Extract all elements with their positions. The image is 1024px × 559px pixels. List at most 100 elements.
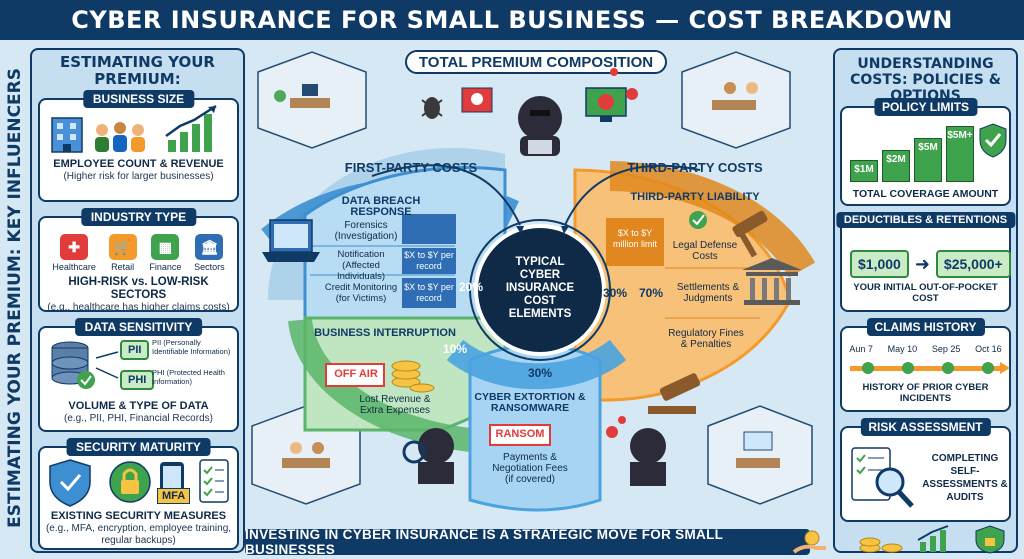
infected-monitor-icon (585, 87, 627, 122)
notification-cost: $X to $Y per record (404, 250, 454, 271)
claims-timeline (850, 362, 1010, 374)
database-icon (51, 341, 119, 389)
policy-limits-card: POLICY LIMITS $1M $2M $5M $5M+ TOTAL COV… (840, 98, 1011, 206)
center-heading: TOTAL PREMIUM COMPOSITION (405, 50, 667, 74)
deductible-high: $25,000+ (935, 250, 1011, 278)
claims-history-card: CLAIMS HISTORY Aun 7 May 10 Sep 25 Oct 1… (840, 318, 1011, 412)
core-label: TYPICAL CYBER INSURANCE COST ELEMENTS (505, 256, 575, 320)
pii-badge: PII (120, 340, 150, 360)
industry-finance: ▦ Finance (149, 234, 181, 272)
security-maturity-label: SECURITY MATURITY (66, 438, 211, 456)
left-heading: ESTIMATING YOUR PREMIUM: (60, 53, 215, 88)
hacker-icon (518, 96, 562, 156)
business-size-card: BUSINESS SIZE (38, 90, 239, 202)
hooded-hacker-left-icon (402, 428, 454, 484)
business-size-label: BUSINESS SIZE (82, 90, 195, 108)
claims-history-caption: HISTORY OF PRIOR CYBER INCIDENTS (862, 382, 989, 404)
medical-cross-icon: ✚ (60, 234, 89, 260)
business-interruption-title: BUSINESS INTERRUPTION (314, 327, 456, 339)
deductibles-caption: YOUR INITIAL OUT-OF-POCKET COST (853, 282, 998, 304)
industry-type-card: INDUSTRY TYPE ✚ Healthcare 🛒 Retail ▦ Fi… (38, 208, 239, 313)
gavel-icon (732, 210, 768, 258)
hooded-hacker-right-icon (606, 416, 666, 486)
industry-retail-label: Retail (111, 262, 135, 272)
security-illustration: MFA (40, 448, 237, 510)
timeline-check-2 (902, 362, 914, 374)
security-maturity-main: EXISTING SECURITY MEASURES (50, 510, 227, 522)
industry-type-label: INDUSTRY TYPE (80, 208, 197, 226)
deductibles-label: DEDUCTIBLES & RETENTIONS (835, 212, 1016, 228)
policy-limits-caption: TOTAL COVERAGE AMOUNT (852, 188, 999, 200)
skull-warning-icon (461, 87, 493, 113)
employees-icon (95, 122, 145, 152)
data-sensitivity-card: DATA SENSITIVITY PII PII (Personally Ide… (38, 318, 239, 432)
magnifier-checklist-icon (851, 447, 914, 508)
credit-monitoring-sub: (for Victims) (335, 293, 387, 304)
left-column: ESTIMATING YOUR PREMIUM: BUSINESS SIZE (30, 48, 245, 553)
claim-date-2: May 10 (887, 344, 918, 354)
arrow-first-party (371, 164, 521, 226)
business-size-main: EMPLOYEE COUNT & REVENUE (53, 158, 224, 170)
business-interruption-desc: Lost Revenue & Extra Expenses (359, 394, 431, 416)
bank-icon: 🏛 (195, 234, 224, 260)
phi-badge: PHI (120, 370, 155, 390)
lock-shield-icon (975, 525, 1005, 554)
industry-icons: ✚ Healthcare 🛒 Retail ▦ Finance 🏛 Sector… (40, 234, 237, 272)
off-air-label: OFF AIR (334, 368, 378, 380)
office-scene-bottom-right (707, 405, 813, 505)
risk-assessment-caption: COMPLETING SELF-ASSESSMENTS & AUDITS (922, 453, 1008, 503)
growth-icons (859, 525, 1005, 554)
coin-stack-icon (391, 360, 435, 393)
timeline-check-4 (982, 362, 994, 374)
courthouse-icon (742, 258, 802, 305)
forensics-label: Forensics (Investigation) (326, 220, 406, 242)
data-sensitivity-sub: (e.g., PII, PHI, Financial Records) (64, 413, 213, 424)
extortion-desc-sub: (if covered) (504, 474, 555, 485)
limit-bar-1m: $1M (850, 160, 878, 182)
checklist-icon (199, 459, 229, 503)
mfa-badge: MFA (157, 488, 191, 504)
industry-healthcare: ✚ Healthcare (52, 234, 96, 272)
hand-coin-icon (792, 530, 826, 554)
virus-icon (610, 68, 638, 100)
credit-monitoring-cost: $X to $Y per record (404, 282, 454, 303)
checkmark-icon (689, 211, 707, 229)
arrow-third-party (564, 164, 701, 226)
extortion-desc-text: Payments & Negotiation Fees (492, 452, 568, 474)
ransom-sign-icon (489, 424, 551, 446)
business-size-icons (51, 104, 217, 153)
deductibles-card: DEDUCTIBLES & RETENTIONS $1,000 ➜ $25,00… (835, 212, 1016, 312)
claim-date-4: Oct 16 (975, 344, 1002, 354)
pii-description: PII (Personally Identifiable Information… (152, 338, 231, 356)
ransom-label: RANSOM (495, 428, 545, 440)
extortion-pct: 30% (527, 366, 553, 380)
first-party-title: FIRST-PARTY COSTS (344, 160, 478, 175)
data-sensitivity-label: DATA SENSITIVITY (74, 318, 203, 336)
shield-icon (49, 459, 91, 507)
shield-check-icon (979, 123, 1007, 158)
industry-type-sub: (e.g., healthcare has higher claims cost… (47, 302, 230, 313)
claim-date-3: Sep 25 (931, 344, 961, 354)
deductibles-range: $1,000 ➜ $25,000+ (850, 250, 1011, 278)
industry-healthcare-label: Healthcare (52, 262, 96, 272)
padlock-icon (109, 461, 151, 503)
timeline-check-1 (862, 362, 874, 374)
gavel-bottom-icon (648, 373, 701, 414)
bug-icon (421, 97, 443, 119)
extortion-title: CYBER EXTORTION & RANSOMWARE (474, 391, 586, 414)
shopping-cart-icon: 🛒 (108, 234, 137, 260)
claim-date-1: Aun 7 (849, 344, 873, 354)
credit-monitoring-text: Credit Monitoring (324, 282, 398, 293)
security-maturity-sub: (e.g., MFA, encryption, employee trainin… (45, 523, 232, 546)
third-party-limit-box (606, 218, 664, 266)
business-interruption-pct: 10% (442, 342, 468, 356)
legal-defense-label: Legal Defense Costs (672, 240, 738, 262)
extortion-desc: Payments & Negotiation Fees (if covered) (480, 452, 580, 485)
limit-bar-5m: $5M (914, 138, 942, 182)
business-size-sub: (Higher risk for larger businesses) (63, 171, 214, 182)
limit-bar-5m-plus: $5M+ (946, 126, 974, 182)
risk-assessment-card: RISK ASSESSMENT COMPLETING SELF-ASSESSME… (840, 418, 1011, 522)
right-column: UNDERSTANDING COSTS: POLICIES & OPTIONS … (833, 48, 1018, 554)
claims-dates: Aun 7 May 10 Sep 25 Oct 16 (842, 344, 1009, 354)
